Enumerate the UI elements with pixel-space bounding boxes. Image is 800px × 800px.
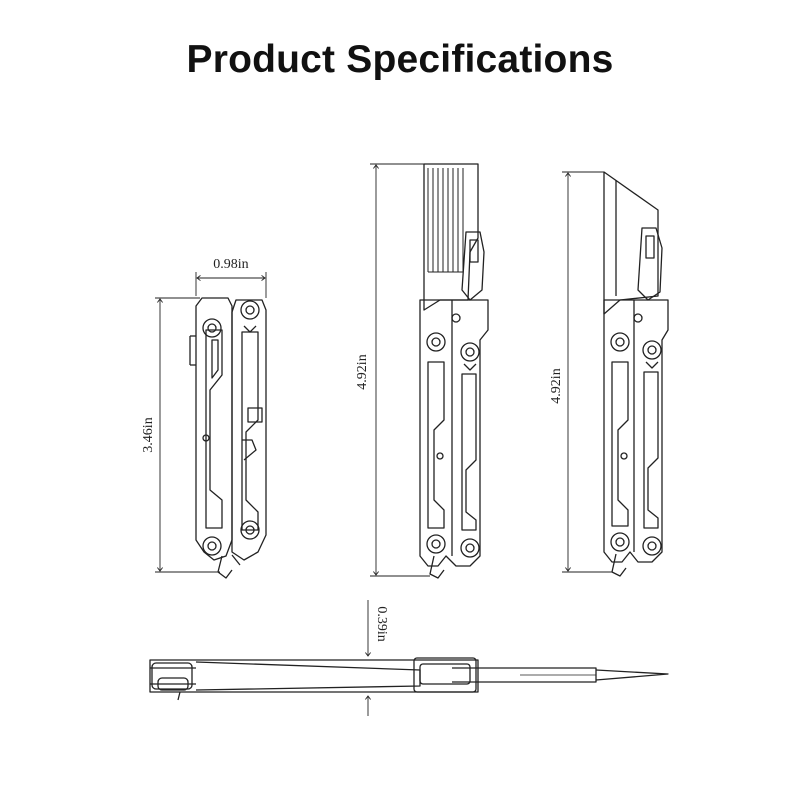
- width-dimension: [195, 272, 267, 298]
- blade-length-label: 4.92in: [549, 368, 564, 403]
- comb-length-label: 4.92in: [355, 354, 370, 389]
- blade-length-dimension: [562, 171, 612, 573]
- thickness-label: 0.39in: [374, 606, 389, 641]
- side-view: [149, 657, 669, 701]
- comb-open-view: [419, 163, 489, 579]
- folded-length-dimension: [155, 297, 220, 573]
- comb-length-dimension: [370, 163, 430, 577]
- blade-open-view: [603, 171, 669, 577]
- width-label: 0.98in: [213, 257, 248, 272]
- folded-tool-view: [189, 297, 267, 579]
- folded-length-label: 3.46in: [141, 417, 156, 452]
- page-title: Product Specifications: [186, 38, 614, 81]
- thickness-dimension: [360, 600, 376, 716]
